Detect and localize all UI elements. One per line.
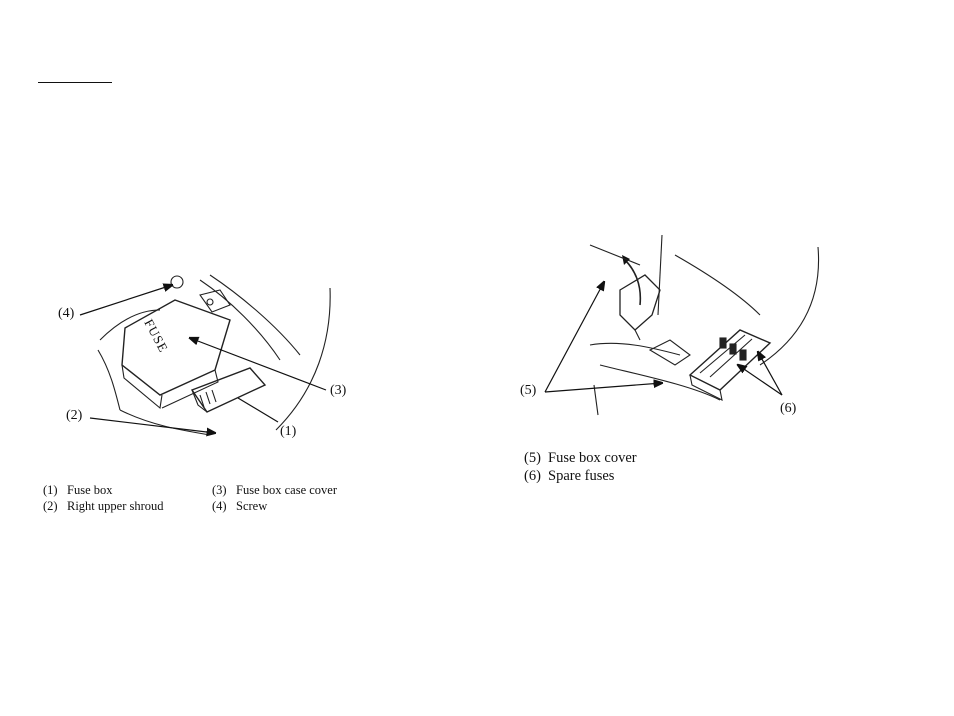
callout-1: (1) — [280, 424, 297, 439]
legend-item-1: (1)Fuse box — [43, 483, 113, 497]
leader-5a — [544, 282, 604, 393]
leader-3 — [190, 338, 327, 391]
callout-2: (2) — [66, 408, 83, 423]
leader-4 — [79, 285, 172, 316]
legend-item-6: (6)Spare fuses — [524, 468, 615, 484]
leader-6a — [738, 365, 783, 396]
legend-item-2: (2)Right upper shroud — [43, 499, 164, 513]
spare-fuse-illustration — [580, 235, 830, 420]
legend-item-3: (3)Fuse box case cover — [212, 483, 338, 497]
callout-6: (6) — [780, 401, 797, 416]
callout-3: (3) — [330, 383, 347, 398]
fuse-box-illustration: FUSE — [80, 260, 350, 450]
callout-4: (4) — [58, 306, 75, 321]
legend-item-5: (5)Fuse box cover — [524, 450, 637, 466]
leader-1 — [237, 397, 279, 423]
callout-5: (5) — [520, 383, 537, 398]
legend-item-4: (4)Screw — [212, 499, 268, 513]
header-rule — [38, 82, 112, 83]
leader-2 — [89, 417, 215, 433]
leader-6b — [758, 352, 783, 396]
leader-5b — [544, 383, 662, 393]
